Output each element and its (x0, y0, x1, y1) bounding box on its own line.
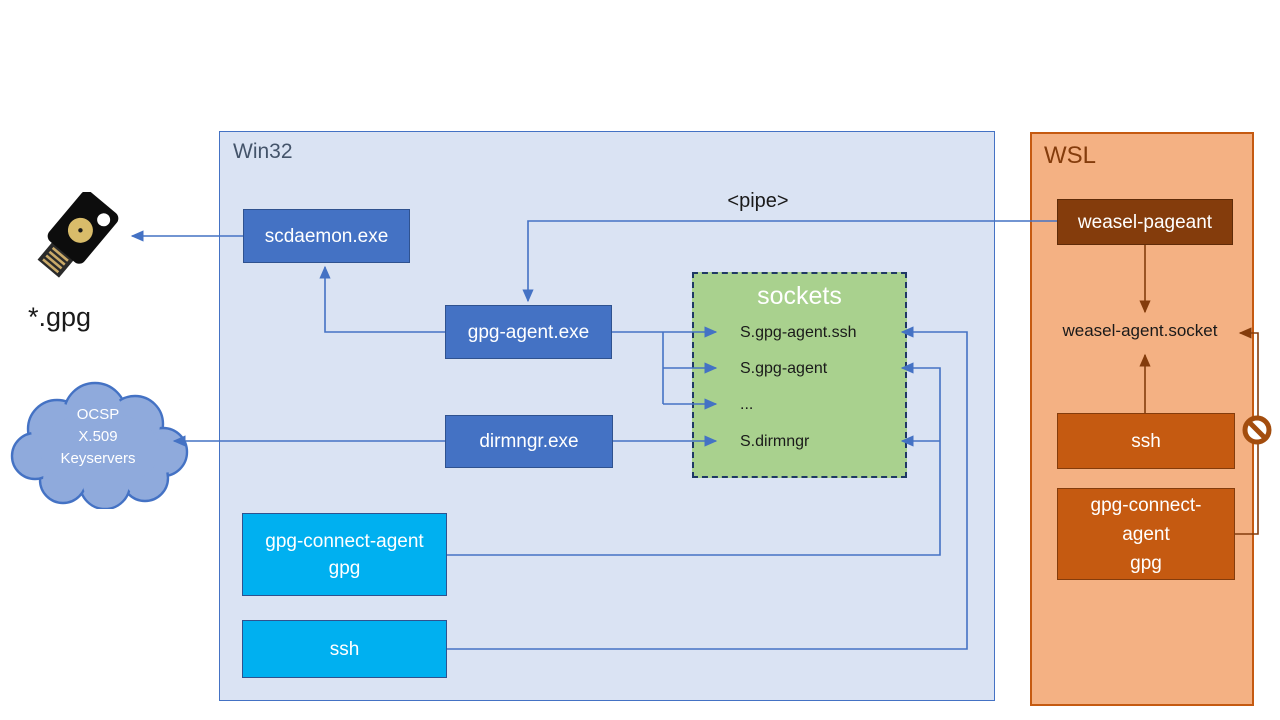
wsl-gpg-connect-label-line2: agent (1122, 523, 1170, 545)
wsl-gpg-connect-label-line3: gpg (1130, 552, 1162, 574)
win32-container-label: Win32 (233, 140, 293, 163)
win32-ssh-node-label: ssh (329, 638, 360, 660)
wsl-gpg-connect-label-line1: gpg-connect- (1090, 494, 1202, 516)
socket-item-gpg-agent-ssh: S.gpg-agent.ssh (740, 324, 857, 341)
scdaemon-node-label: scdaemon.exe (264, 225, 389, 247)
win32-gpg-connect-agent-node: gpg-connect-agent gpg (242, 513, 447, 596)
gpg-connect-agent-label-line1: gpg-connect-agent (265, 530, 424, 552)
pipe-label: <pipe> (727, 190, 789, 212)
socket-item-ellipsis: ... (740, 396, 754, 413)
cloud-label-line1: OCSP (76, 406, 120, 423)
socket-item-gpg-agent: S.gpg-agent (740, 360, 828, 377)
gpg-agent-node-label: gpg-agent.exe (467, 321, 590, 343)
socket-item-dirmngr: S.dirmngr (740, 433, 810, 450)
weasel-pageant-node: weasel-pageant (1057, 199, 1233, 245)
wsl-container-label: WSL (1044, 142, 1097, 169)
keyserver-cloud-icon (10, 381, 189, 509)
win32-ssh-node: ssh (242, 620, 447, 678)
sockets-group: sockets S.gpg-agent.ssh S.gpg-agent ... … (692, 272, 907, 478)
cloud-label-line2: X.509 (78, 428, 118, 445)
keyserver-cloud-label: OCSP X.509 Keyservers (8, 404, 188, 470)
weasel-pageant-node-label: weasel-pageant (1077, 211, 1213, 233)
weasel-agent-socket-label: weasel-agent.socket (1062, 321, 1218, 340)
scdaemon-node: scdaemon.exe (243, 209, 410, 263)
dirmngr-node: dirmngr.exe (445, 415, 613, 468)
gpg-connect-agent-label-line2: gpg (328, 557, 361, 579)
gpg-files-label: *.gpg (28, 302, 92, 332)
wsl-ssh-node-label: ssh (1131, 430, 1161, 452)
wsl-ssh-node: ssh (1057, 413, 1235, 469)
sockets-group-title: sockets (757, 282, 842, 310)
cloud-label-line3: Keyservers (60, 450, 136, 467)
usb-key-icon (37, 192, 119, 278)
dirmngr-node-label: dirmngr.exe (479, 431, 579, 452)
gpg-agent-node: gpg-agent.exe (445, 305, 612, 359)
wsl-gpg-connect-agent-node: gpg-connect- agent gpg (1057, 488, 1235, 580)
